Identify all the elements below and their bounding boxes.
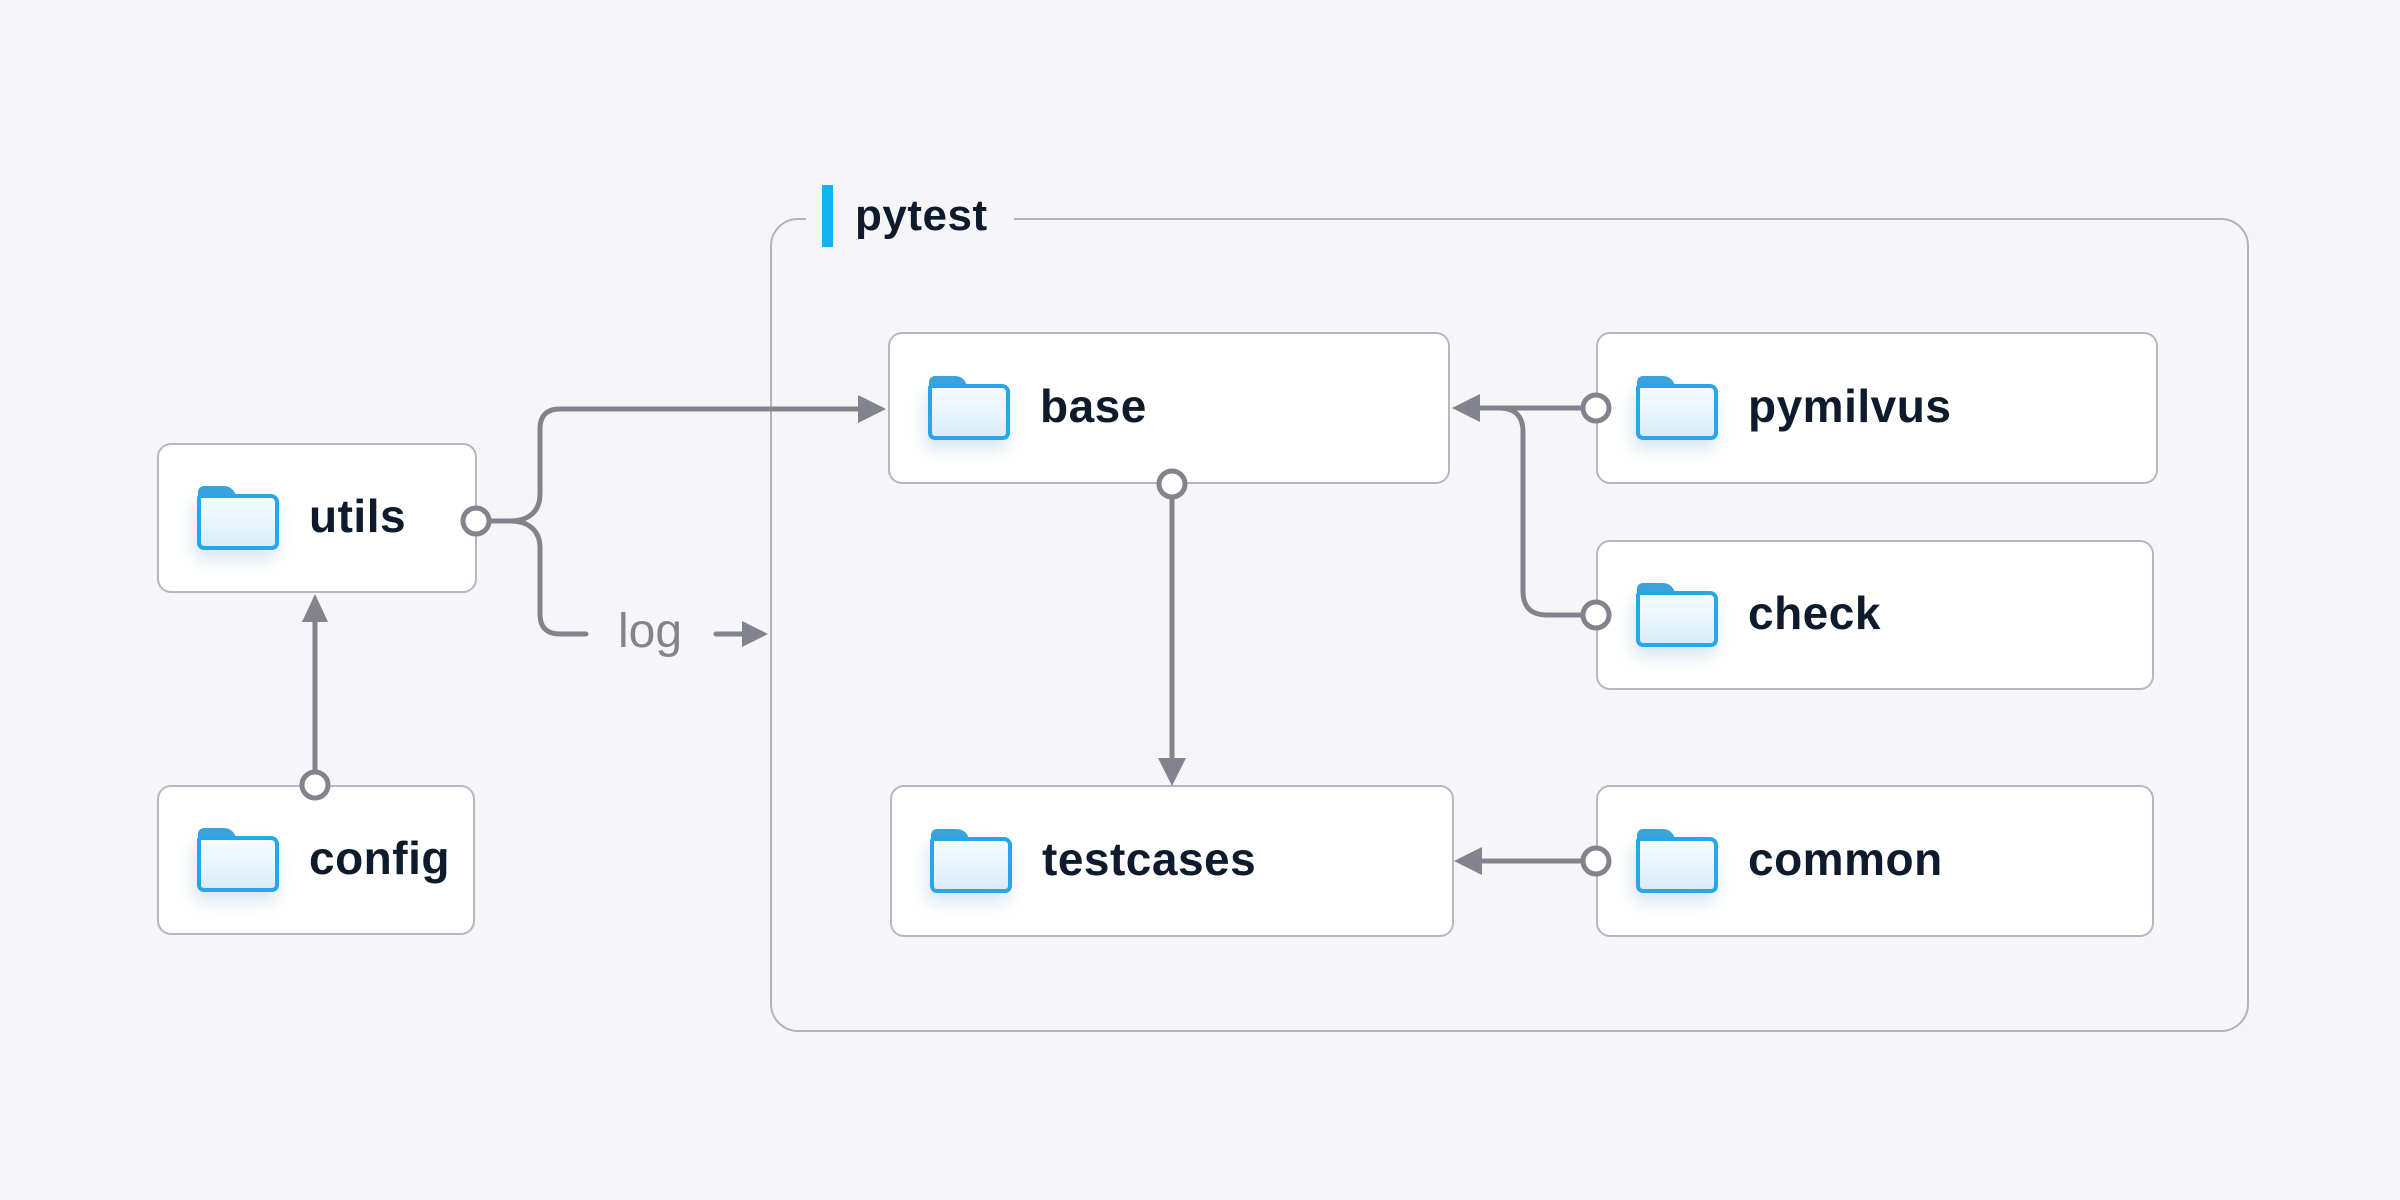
node-label: check: [1748, 587, 1881, 639]
folder-icon: [928, 376, 1010, 440]
folder-icon: [1636, 829, 1718, 893]
node-common: common: [1596, 785, 2154, 937]
node-check: check: [1596, 540, 2154, 690]
node-label: base: [1040, 380, 1147, 432]
group-title: pytest: [855, 191, 988, 240]
node-pymilvus: pymilvus: [1596, 332, 2158, 484]
pytest-group-label: pytest: [806, 183, 1014, 249]
folder-icon: [930, 829, 1012, 893]
accent-bar-icon: [822, 185, 833, 247]
edge-config-utils: [299, 594, 331, 801]
node-config: config: [157, 785, 475, 935]
node-label: common: [1748, 833, 1943, 885]
folder-icon: [197, 828, 279, 892]
node-utils: utils: [157, 443, 477, 593]
folder-icon: [1636, 376, 1718, 440]
pytest-group-box: [770, 218, 2249, 1032]
node-testcases: testcases: [890, 785, 1454, 937]
edge-label-log: log: [617, 605, 683, 658]
node-base: base: [888, 332, 1450, 484]
folder-icon: [1636, 583, 1718, 647]
node-label: config: [309, 832, 450, 884]
node-label: utils: [309, 490, 407, 542]
folder-icon: [197, 486, 279, 550]
node-label: pymilvus: [1748, 380, 1952, 432]
node-label: testcases: [1042, 833, 1257, 885]
